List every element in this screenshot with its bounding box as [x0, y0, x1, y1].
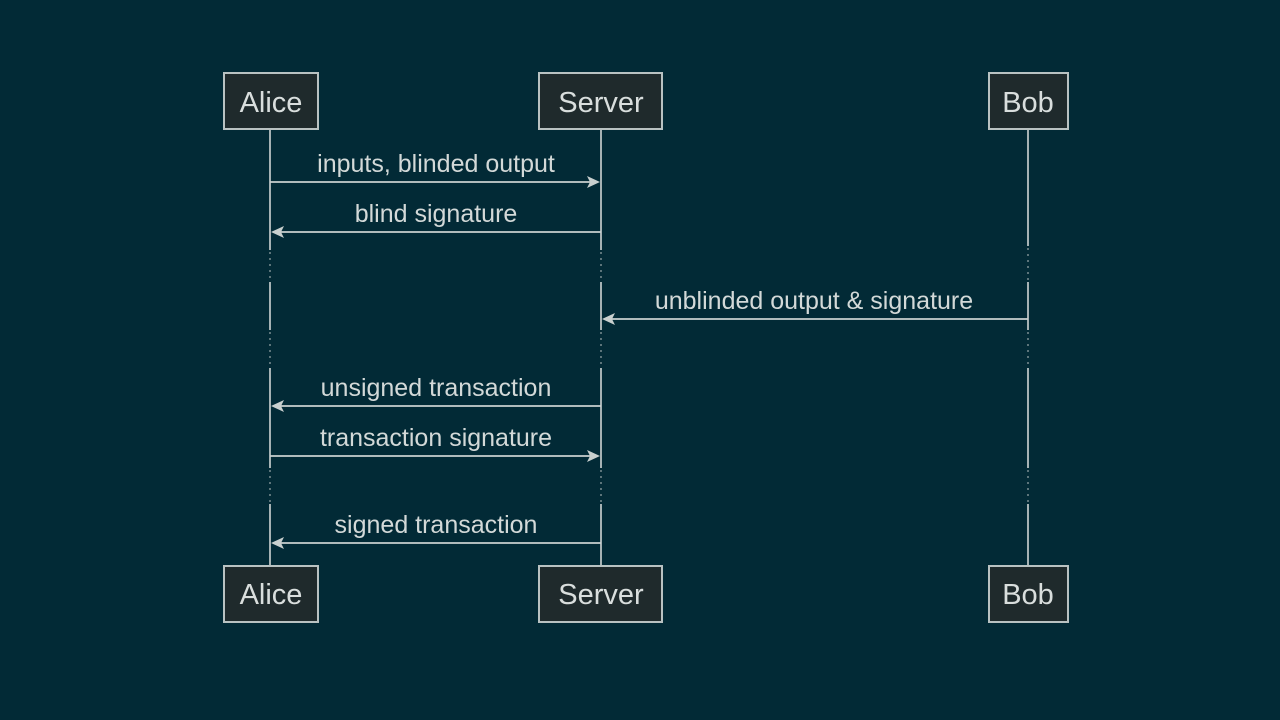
arrow-left-icon	[602, 313, 615, 325]
arrow-right-icon	[587, 450, 600, 462]
actor-bob-top-label: Bob	[1002, 87, 1054, 119]
message-blind-signature: blind signature	[271, 200, 601, 238]
actor-alice-bottom: Alice	[223, 565, 319, 623]
actor-bob-top: Bob	[988, 72, 1069, 130]
actor-alice-top-label: Alice	[240, 87, 303, 119]
actor-alice-top: Alice	[223, 72, 319, 130]
arrow-left-icon	[271, 400, 284, 412]
actor-server-bottom: Server	[538, 565, 663, 623]
message-label: unblinded output & signature	[655, 287, 973, 315]
arrow-right-icon	[587, 176, 600, 188]
actor-bob-bottom: Bob	[988, 565, 1069, 623]
message-unsigned-transaction: unsigned transaction	[271, 374, 601, 412]
actor-server-top: Server	[538, 72, 663, 130]
message-label: blind signature	[355, 200, 518, 228]
message-label: unsigned transaction	[321, 374, 552, 402]
message-signed-transaction: signed transaction	[271, 511, 601, 549]
actor-bob-bottom-label: Bob	[1002, 579, 1054, 611]
actor-server-top-label: Server	[558, 87, 644, 119]
message-label: inputs, blinded output	[317, 150, 555, 178]
arrow-left-icon	[271, 226, 284, 238]
actor-alice-bottom-label: Alice	[240, 579, 303, 611]
message-label: signed transaction	[335, 511, 538, 539]
message-label: transaction signature	[320, 424, 552, 452]
message-inputs-blinded-output: inputs, blinded output	[270, 150, 600, 188]
arrow-left-icon	[271, 537, 284, 549]
actor-server-bottom-label: Server	[558, 579, 644, 611]
message-unblinded-output-signature: unblinded output & signature	[602, 287, 1028, 325]
message-transaction-signature: transaction signature	[270, 424, 600, 462]
